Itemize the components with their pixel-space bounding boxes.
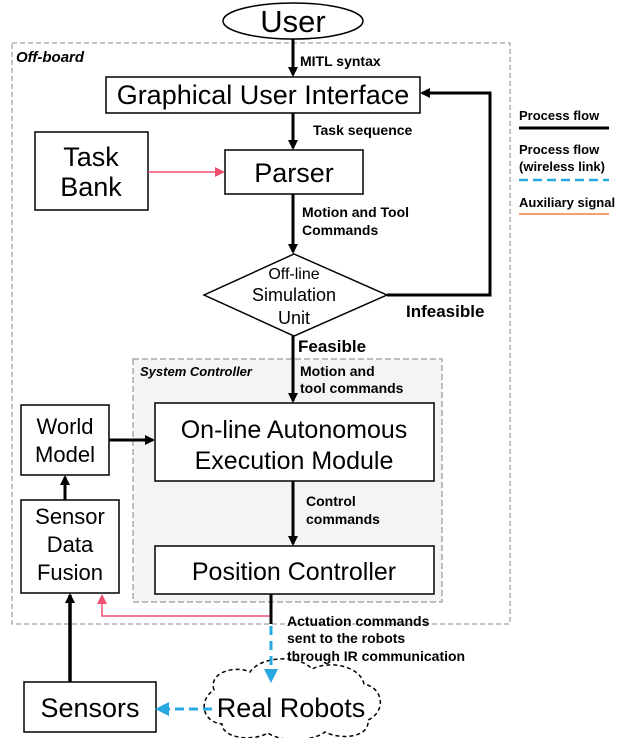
edge-motion-lower-label-2: tool commands bbox=[300, 380, 404, 396]
edge-actuation-label-3: through IR communication bbox=[287, 648, 465, 664]
edge-feasible-label: Feasible bbox=[298, 337, 366, 356]
task-bank-node bbox=[34, 131, 149, 211]
online-execution-node bbox=[154, 402, 435, 482]
sensors-node bbox=[23, 681, 157, 733]
legend-process-label: Process flow bbox=[519, 108, 600, 123]
legend-wireless-label-1: Process flow bbox=[519, 142, 600, 157]
offboard-label: Off-board bbox=[16, 49, 85, 66]
fusion-label-2: Data bbox=[47, 532, 94, 557]
sim-label-1: Off-line bbox=[268, 266, 319, 283]
world-model-label-1: World bbox=[36, 414, 93, 439]
edge-task-seq-label: Task sequence bbox=[313, 122, 413, 138]
user-label: User bbox=[260, 4, 325, 39]
sensors-label: Sensors bbox=[40, 693, 139, 723]
edge-actuation-label-1: Actuation commands bbox=[287, 613, 430, 629]
edge-infeasible-label: Infeasible bbox=[406, 302, 484, 321]
legend-wireless-label-2: (wireless link) bbox=[519, 159, 605, 174]
system-controller-label: System Controller bbox=[140, 364, 253, 379]
edge-control-label-1: Control bbox=[306, 493, 356, 509]
online-label-2: Execution Module bbox=[195, 447, 394, 475]
position-controller-node bbox=[154, 545, 435, 595]
task-bank-label-1: Task bbox=[63, 142, 119, 172]
online-label-1: On-line Autonomous bbox=[181, 416, 408, 444]
legend: Process flow Process flow (wireless link… bbox=[519, 108, 615, 215]
real-robots-label: Real Robots bbox=[217, 693, 366, 723]
fusion-label-1: Sensor bbox=[35, 504, 105, 529]
world-model-node bbox=[20, 404, 110, 476]
position-label: Position Controller bbox=[192, 558, 396, 586]
sim-label-2: Simulation bbox=[252, 285, 336, 305]
task-bank-label-2: Bank bbox=[60, 172, 122, 202]
legend-auxiliary-label: Auxiliary signal bbox=[519, 195, 615, 210]
edge-actuation-label-2: sent to the robots bbox=[287, 630, 405, 646]
world-model-label-2: Model bbox=[35, 442, 95, 467]
gui-label: Graphical User Interface bbox=[117, 80, 410, 110]
offboard-region bbox=[11, 42, 511, 625]
edge-motion-tool-label-2: Commands bbox=[302, 222, 378, 238]
edge-motion-tool-label-1: Motion and Tool bbox=[302, 204, 409, 220]
edge-infeasible bbox=[387, 88, 492, 297]
gui-node bbox=[105, 76, 421, 114]
fusion-label-3: Fusion bbox=[37, 560, 103, 585]
edge-mitl-label: MITL syntax bbox=[300, 53, 381, 69]
parser-node bbox=[224, 149, 364, 195]
sim-label-3: Unit bbox=[278, 308, 310, 328]
real-robots-node bbox=[203, 658, 382, 738]
edge-motion-lower-label-1: Motion and bbox=[300, 363, 375, 379]
parser-label: Parser bbox=[254, 158, 334, 188]
edge-control-label-2: commands bbox=[306, 511, 380, 527]
sensor-fusion-node bbox=[20, 499, 120, 594]
